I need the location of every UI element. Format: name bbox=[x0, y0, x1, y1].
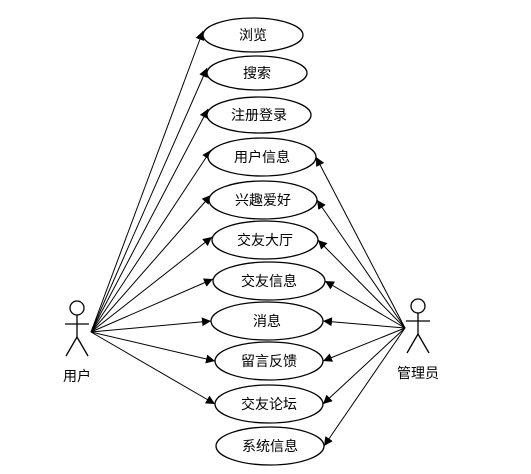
use-case-lobby-label: 交友大厅 bbox=[237, 232, 293, 249]
use-case-forum: 交友论坛 bbox=[214, 384, 324, 424]
actor-user-head bbox=[69, 300, 85, 316]
use-case-interests-label: 兴趣爱好 bbox=[235, 193, 291, 209]
use-case-friend-info-label: 交友信息 bbox=[241, 273, 297, 290]
use-case-user-info: 用户信息 bbox=[207, 137, 317, 177]
use-case-register-login: 注册登录 bbox=[206, 96, 312, 134]
user-association-arrow-5 bbox=[90, 194, 212, 333]
actor-admin-head bbox=[410, 298, 426, 314]
actor-admin-right-leg bbox=[417, 333, 430, 354]
actor-user-label: 用户 bbox=[63, 368, 91, 385]
use-case-system-info: 系统信息 bbox=[215, 426, 325, 466]
use-case-lobby: 交友大厅 bbox=[211, 220, 319, 260]
use-case-system-info-label: 系统信息 bbox=[242, 438, 298, 455]
user-association-arrow-9 bbox=[90, 331, 216, 364]
user-association-arrow-2 bbox=[90, 67, 208, 333]
user-association-arrow-1 bbox=[90, 30, 205, 333]
use-case-messages-label: 消息 bbox=[253, 313, 281, 330]
admin-association-arrow-2 bbox=[316, 199, 406, 329]
admin-association-arrow-4 bbox=[324, 280, 406, 329]
user-association-arrow-4 bbox=[90, 149, 212, 333]
use-case-browse: 浏览 bbox=[202, 17, 304, 53]
use-case-register-login-label: 注册登录 bbox=[231, 108, 287, 124]
actor-admin: 管理员 bbox=[397, 298, 439, 382]
use-case-search: 搜索 bbox=[206, 55, 308, 91]
admin-association-arrow-5 bbox=[322, 317, 406, 329]
use-case-feedback-label: 留言反馈 bbox=[241, 354, 297, 370]
admin-association-arrow-7 bbox=[322, 327, 406, 405]
use-case-feedback: 留言反馈 bbox=[214, 341, 324, 381]
admin-association-arrow-3 bbox=[317, 239, 406, 329]
use-case-user-info-label: 用户信息 bbox=[234, 149, 290, 166]
use-case-forum-label: 交友论坛 bbox=[241, 396, 297, 413]
admin-association-arrow-6 bbox=[322, 327, 406, 362]
user-association-arrow-8 bbox=[90, 317, 212, 333]
actor-user-left-leg bbox=[65, 336, 78, 357]
actor-user: 用户 bbox=[63, 300, 91, 385]
actor-admin-left-leg bbox=[406, 333, 419, 354]
use-case-search-label: 搜索 bbox=[243, 65, 271, 82]
association-lines bbox=[90, 30, 406, 447]
use-case-friend-info: 交友信息 bbox=[212, 261, 326, 301]
user-association-arrow-10 bbox=[90, 331, 216, 405]
use-case-browse-label: 浏览 bbox=[239, 28, 267, 44]
use-case-messages: 消息 bbox=[210, 301, 324, 341]
user-association-arrow-6 bbox=[90, 236, 213, 333]
admin-association-arrow-1 bbox=[315, 156, 406, 329]
actor-admin-label: 管理员 bbox=[397, 366, 439, 382]
use-case-interests: 兴趣爱好 bbox=[208, 180, 318, 220]
user-association-arrow-7 bbox=[90, 278, 214, 333]
admin-association-arrow-8 bbox=[323, 327, 406, 447]
user-association-arrow-3 bbox=[90, 108, 209, 333]
actor-user-right-leg bbox=[76, 336, 89, 357]
